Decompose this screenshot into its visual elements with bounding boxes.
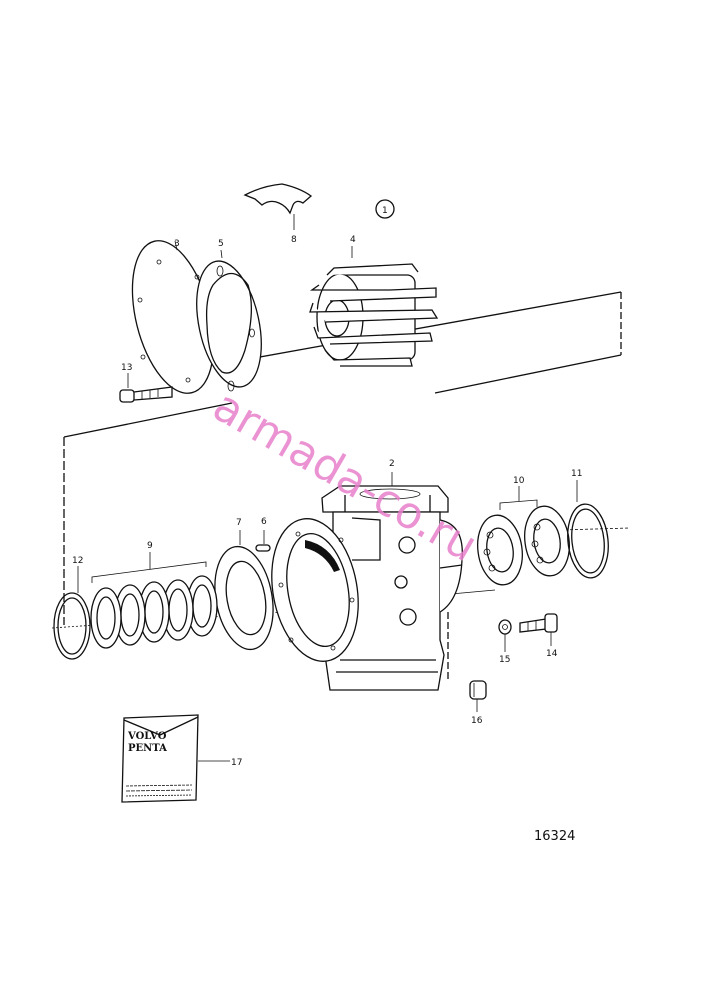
kit-brand-line1: VOLVO: [127, 731, 167, 742]
part-10-bearings: [477, 486, 570, 586]
label-8: 8: [291, 235, 297, 245]
label-16: 16: [471, 716, 483, 726]
part-8-strip: [243, 183, 313, 230]
part-11-circlip: [567, 480, 609, 579]
part-14-screw: [519, 613, 558, 646]
part-2-housing: [321, 472, 463, 691]
label-10: 10: [513, 476, 525, 486]
part-labels: 1 2 3 4 5 6 7 8 9 10 11 12 13 14 15 16 1…: [72, 206, 582, 844]
label-3: 3: [174, 239, 180, 249]
drawing-number: 16324: [534, 829, 575, 844]
kit-brand-line2: PENTA: [128, 743, 167, 754]
part-9-seals: [90, 552, 218, 649]
label-11: 11: [571, 469, 582, 479]
label-6: 6: [261, 517, 267, 527]
part-5-gasket: [196, 249, 262, 392]
label-13: 13: [121, 363, 132, 373]
label-5: 5: [218, 239, 224, 249]
part-6-pin: [255, 530, 271, 552]
part-1-marker: [375, 199, 395, 219]
part-12-circlip: [53, 566, 91, 660]
label-17: 17: [231, 758, 242, 768]
label-7: 7: [236, 518, 242, 528]
part-15-washer: [498, 619, 512, 652]
label-1: 1: [382, 206, 388, 216]
label-12: 12: [72, 556, 83, 566]
label-9: 9: [147, 541, 153, 551]
housing-flange: [271, 518, 359, 662]
part-13-screw: [119, 373, 173, 403]
label-4: 4: [350, 235, 356, 245]
part-4-impeller: [309, 246, 439, 367]
label-2: 2: [389, 459, 395, 469]
label-14: 14: [546, 649, 558, 659]
part-17-kit-package: VOLVO PENTA: [121, 714, 230, 803]
part-7-washer: [214, 530, 274, 651]
part-3-cover: [131, 240, 215, 394]
label-15: 15: [499, 655, 510, 665]
part-16-plug: [469, 680, 487, 712]
assembly-outline: [51, 291, 631, 680]
